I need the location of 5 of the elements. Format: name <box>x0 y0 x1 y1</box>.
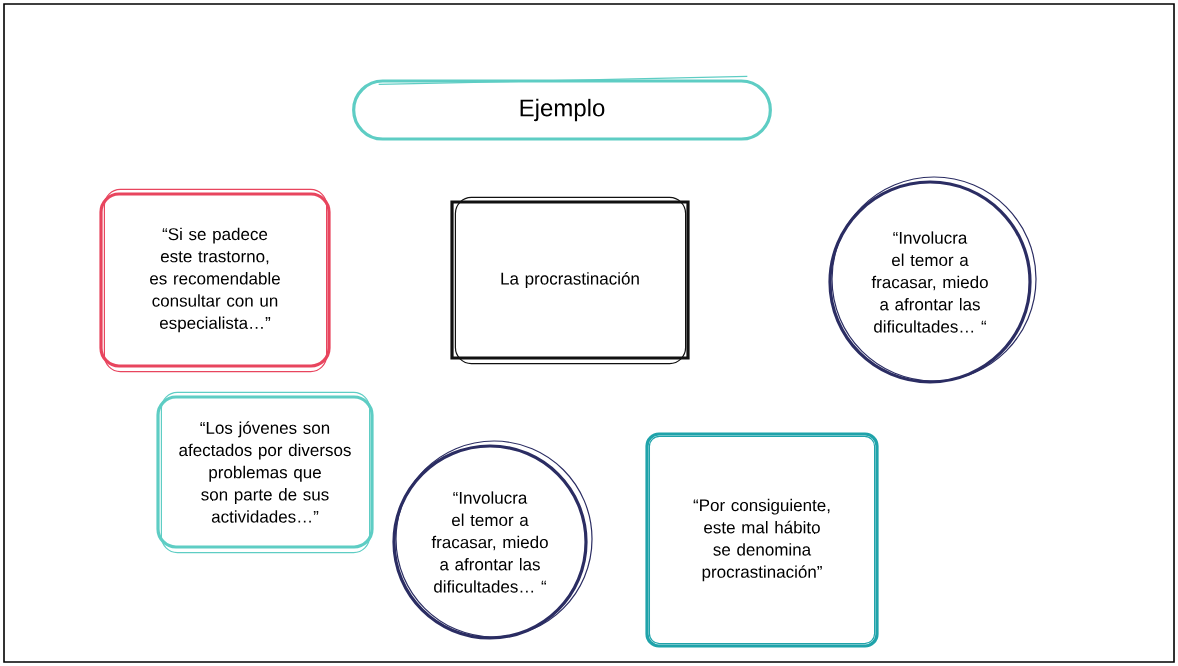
quote-box: “Por consiguiente, este mal hábito se denomina procrastinación” <box>645 432 879 648</box>
quote-box: “Si se padece este trastorno, es recomendable consultar con un especialista…” <box>99 188 331 373</box>
title-pill: Ejemplo <box>352 75 772 141</box>
topic-box: La procrastinación <box>450 196 690 365</box>
quote-box: “Los jóvenes son afectados por diversos problemas que son parte de sus actividades…” <box>156 391 374 554</box>
